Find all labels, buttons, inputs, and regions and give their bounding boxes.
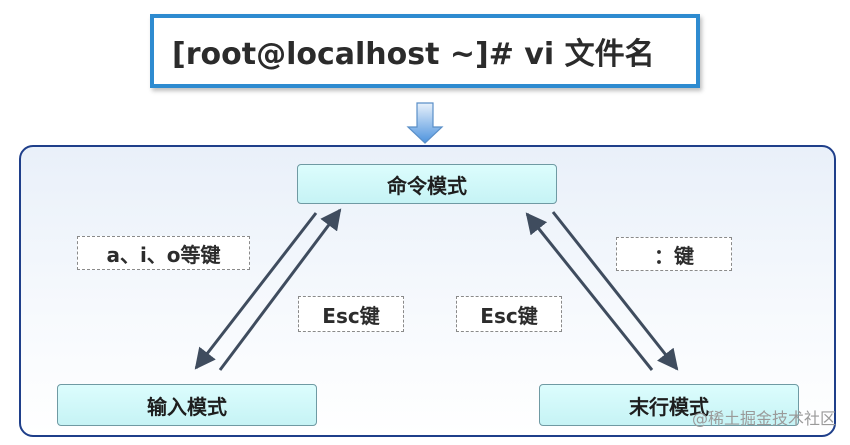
insert-mode-box: 输入模式: [57, 384, 317, 426]
colon-key-label: ：键: [616, 237, 732, 271]
insert-mode-label: 输入模式: [147, 394, 227, 419]
command-mode-box: 命令模式: [297, 164, 557, 204]
lastline-mode-box: 末行模式: [539, 384, 799, 426]
esc-key-label-left: Esc键: [298, 296, 404, 332]
command-line-box: [root@localhost ~]# vi 文件名: [150, 14, 700, 88]
esc-key-label-right: Esc键: [456, 296, 562, 332]
lastline-mode-label: 末行模式: [629, 394, 709, 419]
down-arrow-icon: [406, 102, 444, 144]
insert-keys-label: a、i、o等键: [77, 236, 250, 270]
arrow-lastline-to-command-line: [525, 212, 654, 371]
watermark-text: @稀土掘金技术社区: [691, 409, 836, 428]
arrow-insert-to-command-line: [218, 208, 342, 371]
arrow-command-to-lastline-line: [551, 211, 679, 371]
command-text: [root@localhost ~]# vi 文件名: [172, 37, 655, 72]
command-mode-label: 命令模式: [387, 173, 467, 198]
arrow-command-to-insert-line: [194, 212, 318, 370]
